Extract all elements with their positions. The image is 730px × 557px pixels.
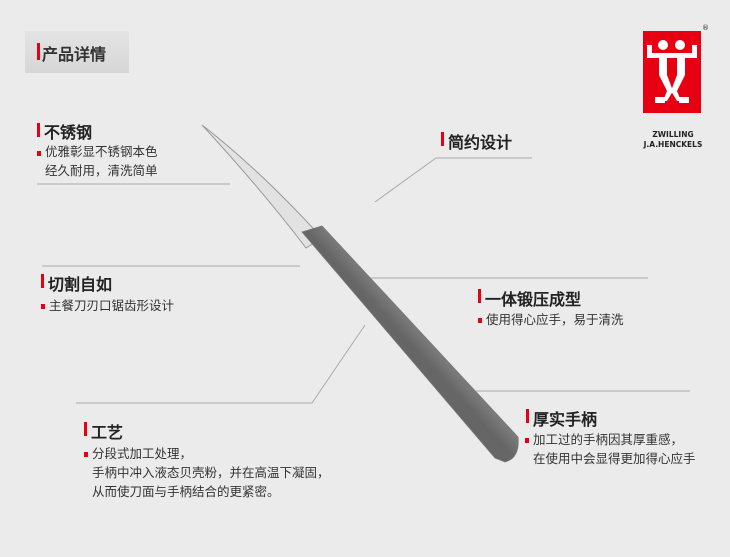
brand-logo xyxy=(643,31,701,113)
accent-bar xyxy=(84,422,87,436)
feature-desc: 分段式加工处理， 手柄中冲入液态贝壳粉，并在高温下凝固， 从而使刀面与手柄结合的… xyxy=(92,444,330,501)
brand-line-1: ZWILLING xyxy=(652,130,694,139)
knife-handle xyxy=(301,225,519,463)
feature-desc: 主餐刀刃口锯齿形设计 xyxy=(49,296,174,315)
desc-line: 经久耐用，清洗简单 xyxy=(45,163,158,178)
feature-title: 工艺 xyxy=(91,423,124,442)
accent-bar xyxy=(478,289,481,303)
accent-bar xyxy=(37,43,40,60)
desc-line: 从而使刀面与手柄结合的更紧密。 xyxy=(92,484,280,499)
desc-line: 手柄中冲入液态贝壳粉，并在高温下凝固， xyxy=(92,465,330,480)
feature-title: 一体锻压成型 xyxy=(485,290,582,309)
bullet-icon xyxy=(525,438,529,443)
desc-line: 加工过的手柄因其厚重感， xyxy=(533,432,684,447)
brand-line-2: J.A.HENCKELS xyxy=(643,140,703,149)
desc-line: 优雅彰显不锈钢本色 xyxy=(45,144,158,159)
feature-desc: 加工过的手柄因其厚重感， 在使用中会显得更加得心应手 xyxy=(533,430,696,468)
bullet-icon xyxy=(37,151,41,156)
section-title: 产品详情 xyxy=(42,45,107,64)
accent-bar xyxy=(441,132,444,146)
accent-bar xyxy=(526,409,529,423)
feature-title: 切割自如 xyxy=(48,275,113,294)
desc-line: 使用得心应手，易于清洗 xyxy=(486,312,624,327)
bullet-icon xyxy=(84,452,88,457)
desc-line: 分段式加工处理， xyxy=(92,446,193,461)
feature-desc: 使用得心应手，易于清洗 xyxy=(486,310,624,329)
twin-figures-icon xyxy=(647,40,697,103)
brand-name: ZWILLING J.A.HENCKELS xyxy=(638,130,708,150)
desc-line: 主餐刀刃口锯齿形设计 xyxy=(49,298,175,313)
accent-bar xyxy=(41,274,44,288)
feature-title: 简约设计 xyxy=(448,133,513,152)
knife-blade xyxy=(201,124,323,249)
callout-lines xyxy=(37,157,690,404)
desc-line: 在使用中会显得更加得心应手 xyxy=(533,451,696,466)
feature-desc: 优雅彰显不锈钢本色 经久耐用，清洗简单 xyxy=(45,142,158,180)
accent-bar xyxy=(37,123,40,137)
section-tag: 产品详情 xyxy=(25,31,129,73)
feature-title: 不锈钢 xyxy=(44,123,93,142)
registered-mark: ® xyxy=(702,24,709,32)
bullet-icon xyxy=(478,318,482,323)
feature-title: 厚实手柄 xyxy=(533,410,598,429)
bullet-icon xyxy=(41,304,45,309)
